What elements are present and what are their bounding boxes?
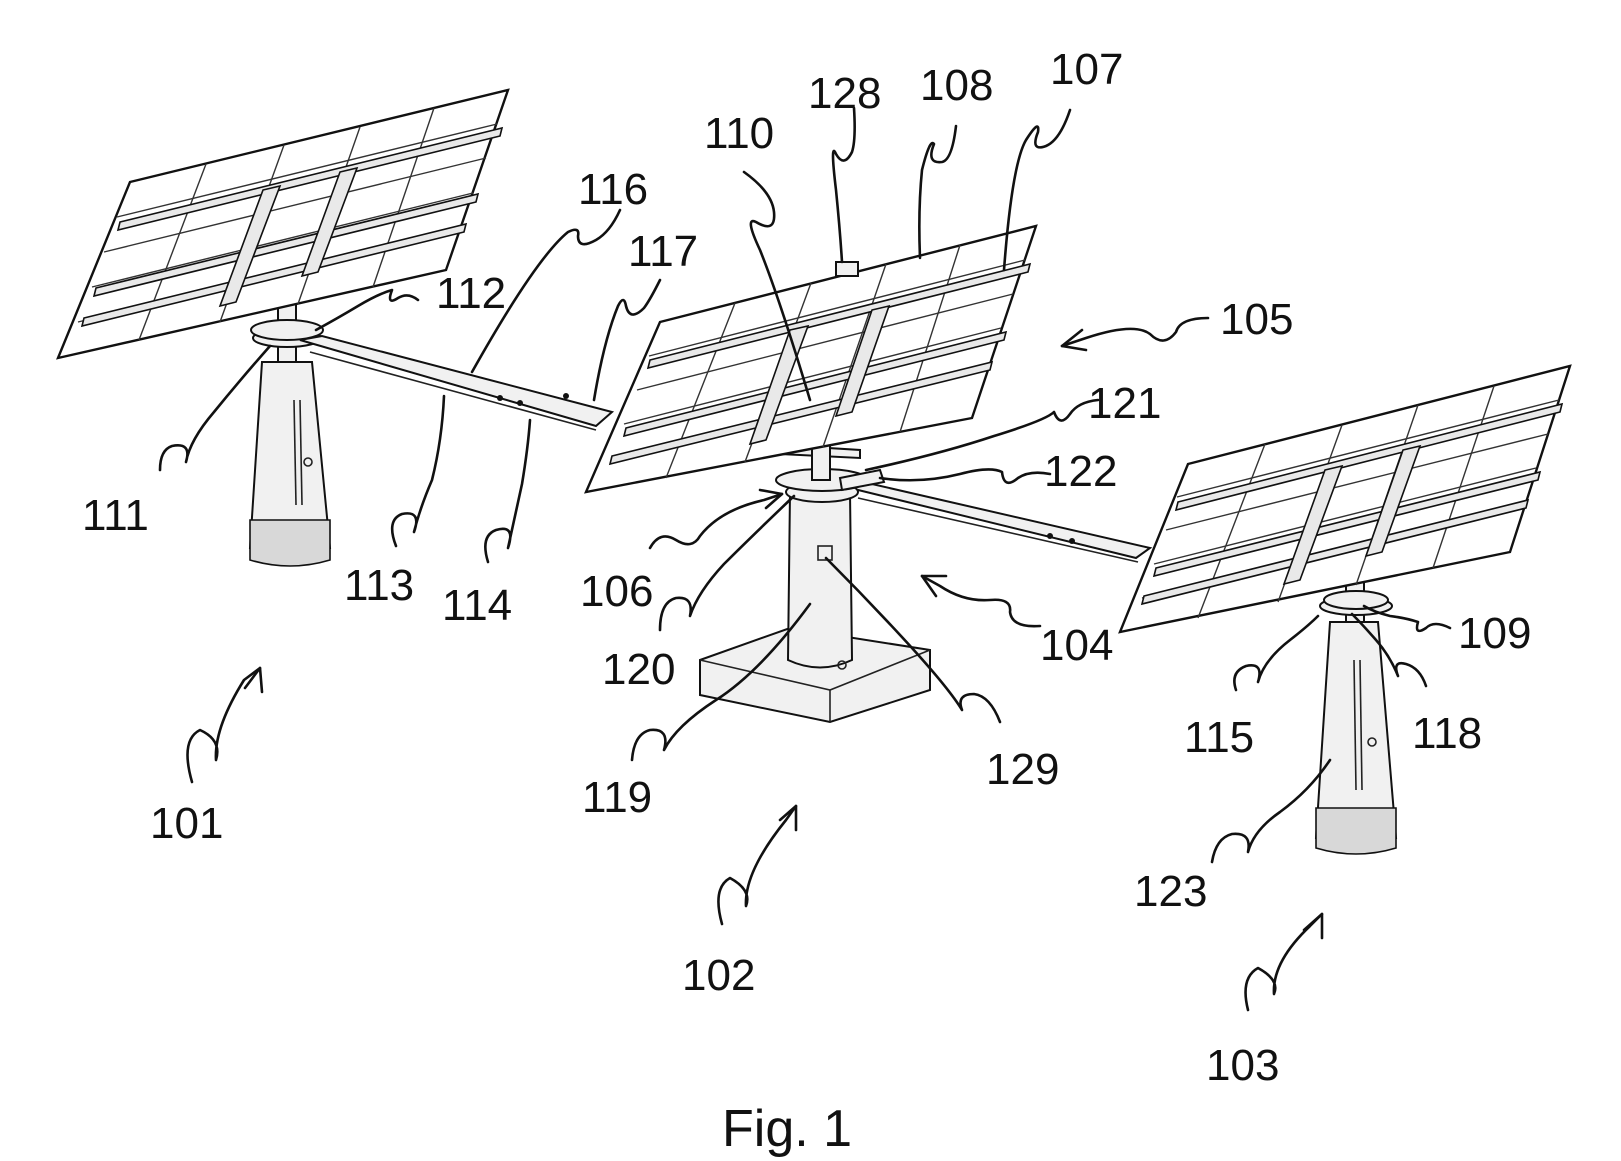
label-123: 123 (1134, 867, 1207, 916)
label-113: 113 (344, 561, 414, 610)
label-108: 108 (920, 61, 993, 110)
label-118: 118 (1412, 709, 1482, 758)
label-128: 128 (808, 69, 881, 118)
sensor-128 (836, 262, 858, 276)
label-102: 102 (682, 951, 755, 1000)
label-122: 122 (1044, 447, 1117, 496)
label-106: 106 (580, 567, 653, 616)
right-pedestal (1316, 622, 1396, 838)
label-121: 121 (1088, 379, 1161, 428)
label-116: 116 (578, 165, 648, 214)
label-105: 105 (1220, 295, 1293, 344)
label-120: 120 (602, 645, 675, 694)
beam-left (300, 336, 612, 426)
label-110: 110 (704, 109, 774, 158)
label-103: 103 (1206, 1041, 1279, 1090)
label-112: 112 (436, 269, 506, 318)
label-107: 107 (1050, 45, 1123, 94)
figure-caption: Fig. 1 (722, 1100, 852, 1158)
label-119: 119 (582, 773, 652, 822)
label-109: 109 (1458, 609, 1531, 658)
label-111: 111 (82, 491, 149, 540)
label-129: 129 (986, 745, 1059, 794)
label-117: 117 (628, 227, 698, 276)
label-101: 101 (150, 799, 223, 848)
label-114: 114 (442, 581, 512, 630)
center-column (788, 492, 852, 668)
label-115: 115 (1184, 713, 1254, 762)
label-104: 104 (1040, 621, 1113, 670)
